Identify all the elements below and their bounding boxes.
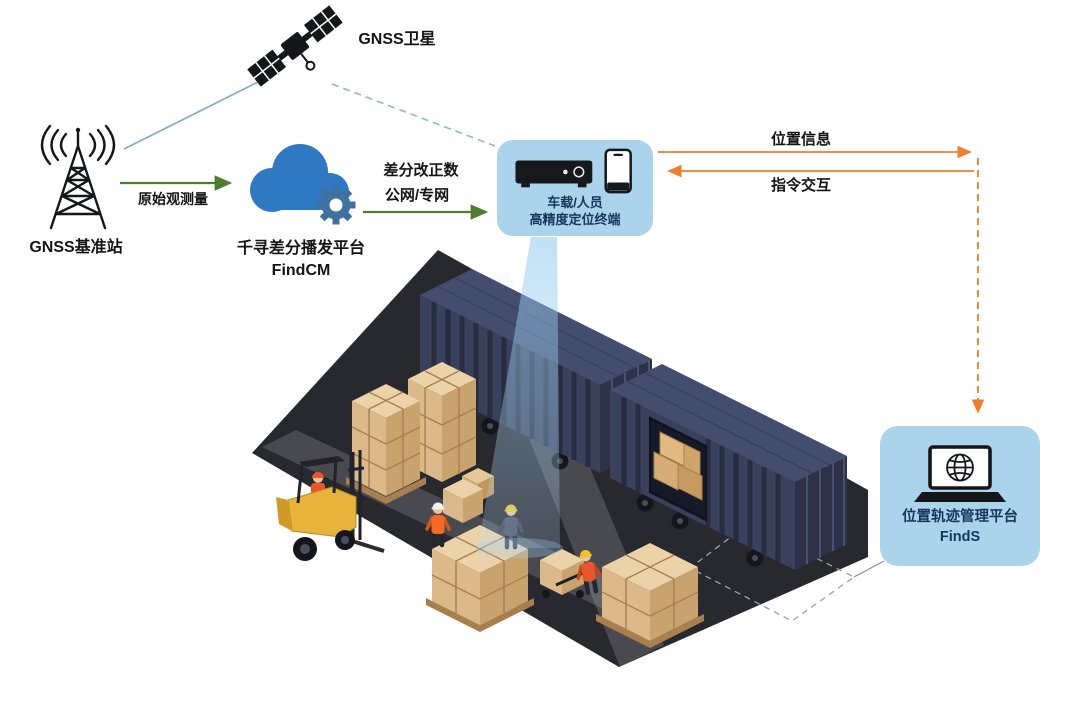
- terminal-node: 车载/人员 高精度定位终端: [497, 140, 653, 236]
- satellite-icon: [247, 5, 343, 87]
- smartphone-icon: [604, 148, 632, 194]
- receiver-device-icon: [515, 160, 593, 188]
- positioning-beam: [475, 237, 563, 558]
- worker-1: [425, 502, 451, 548]
- pallet-stack-left: [346, 362, 477, 504]
- flow-network-label: 公网/专网: [384, 187, 450, 204]
- cloud-platform-product: FindCM: [271, 262, 331, 279]
- base-station-label: GNSS基准站: [29, 239, 123, 256]
- forklift: [276, 450, 385, 561]
- cloud-gear-icon: [250, 144, 356, 225]
- satellite-label: GNSS卫星: [358, 31, 436, 48]
- flow-position-info-label: 位置信息: [770, 131, 832, 148]
- management-platform-product: FindS: [939, 529, 981, 545]
- geofence-zone: [688, 523, 856, 622]
- flow-raw-observation-label: 原始观测量: [138, 191, 208, 207]
- pallet-jack: [540, 549, 584, 598]
- pallet-right: [596, 543, 704, 648]
- link-satellite-to-base: [123, 76, 269, 150]
- worker-3: [576, 550, 602, 595]
- terminal-label-line2: 高精度定位终端: [529, 212, 621, 227]
- flow-correction-label: 差分改正数: [383, 162, 459, 179]
- cloud-platform-name: 千寻差分播发平台: [236, 240, 366, 257]
- link-satellite-to-terminal: [331, 83, 496, 147]
- flow-command-interaction-label: 指令交互: [770, 177, 832, 194]
- management-platform-node: 位置轨迹管理平台 FindS: [880, 426, 1040, 566]
- management-platform-name: 位置轨迹管理平台: [902, 508, 1018, 525]
- gear-icon: [316, 185, 356, 225]
- laptop-globe-icon: [914, 444, 1006, 502]
- scene-to-platform-line: [853, 560, 885, 578]
- base-station-icon: [40, 124, 116, 230]
- container-2: [610, 364, 847, 570]
- container-open-door: [649, 416, 707, 522]
- terminal-label-line1: 车载/人员: [547, 195, 603, 211]
- warehouse-scene: [252, 237, 885, 667]
